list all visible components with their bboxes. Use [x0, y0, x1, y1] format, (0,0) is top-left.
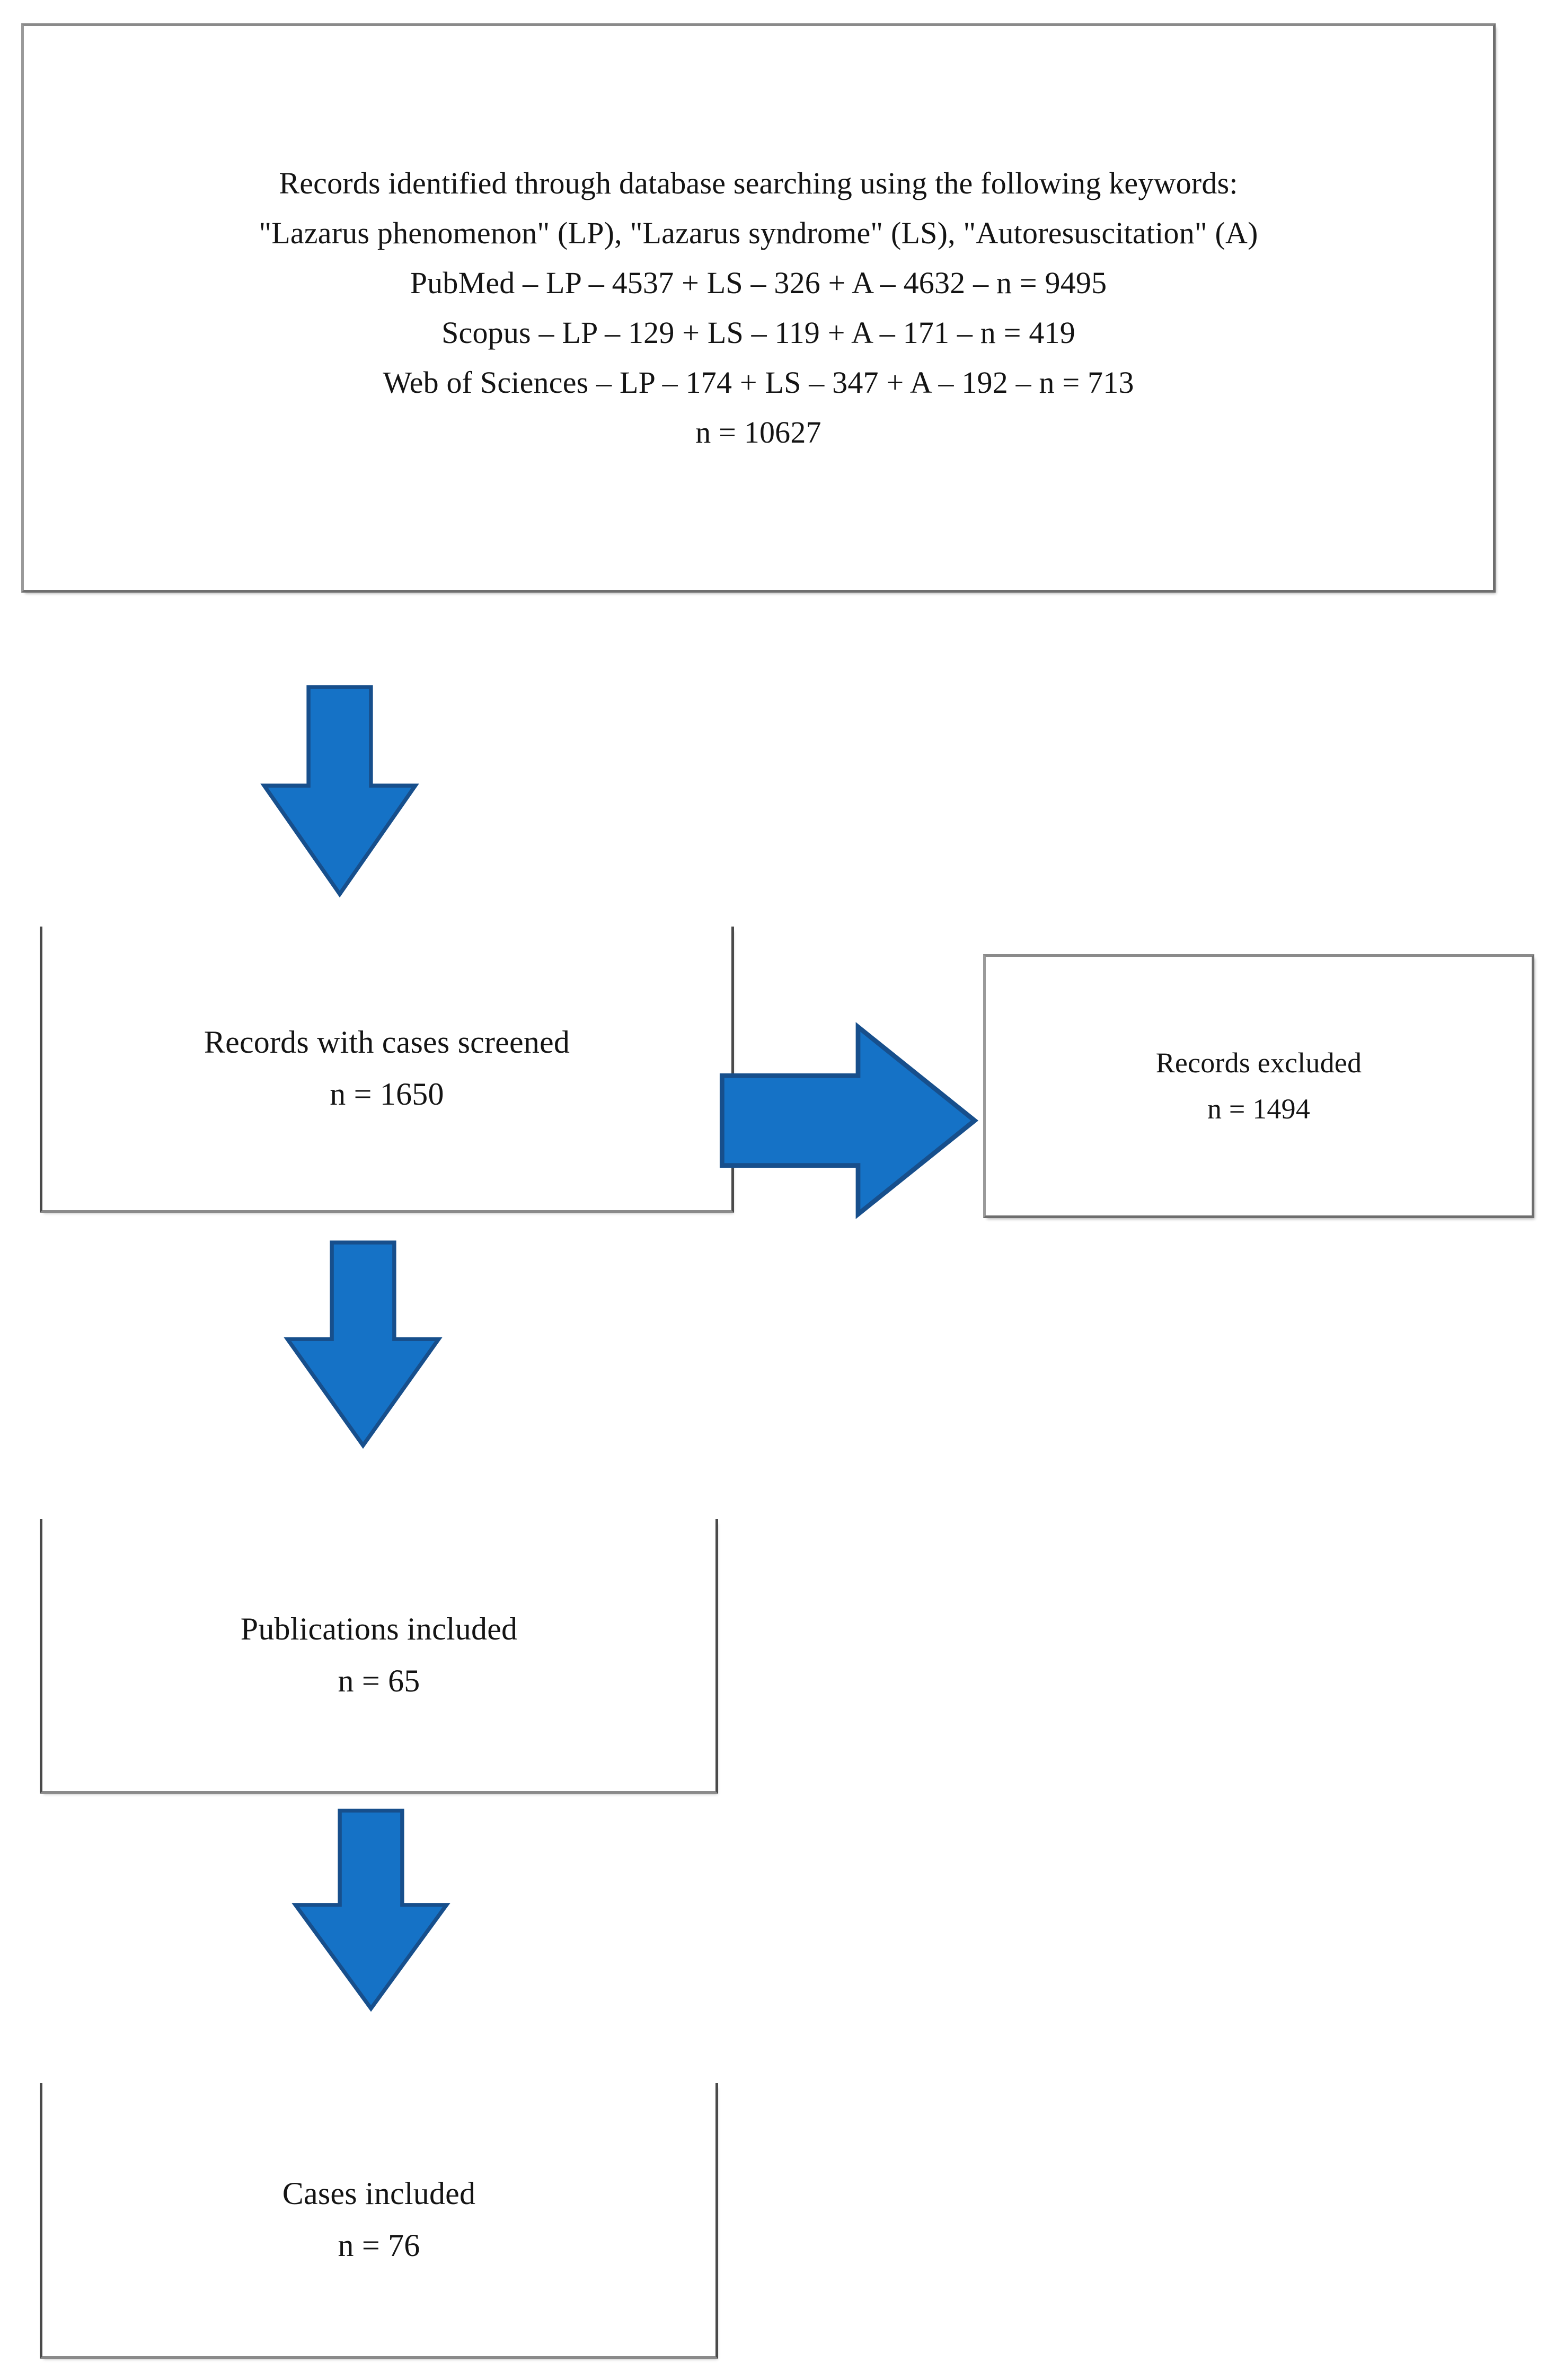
down-arrow-icon: [281, 1239, 445, 1450]
publications-box-count: n = 65: [338, 1663, 420, 1698]
cases-box: Cases included n = 76: [40, 2083, 718, 2359]
cases-box-label: Cases included: [282, 2176, 476, 2211]
identification-line-2: "Lazarus phenomenon" (LP), "Lazarus synd…: [259, 216, 1258, 251]
identification-box: Records identified through database sear…: [21, 23, 1496, 593]
screened-box-count: n = 1650: [330, 1076, 444, 1112]
identification-line-5: Web of Sciences – LP – 174 + LS – 347 + …: [383, 365, 1134, 400]
screened-box-label: Records with cases screened: [204, 1025, 570, 1060]
publications-box: Publications included n = 65: [40, 1519, 718, 1794]
identification-line-4: Scopus – LP – 129 + LS – 119 + A – 171 –…: [441, 315, 1075, 350]
down-arrow-icon: [289, 1808, 453, 2013]
publications-box-label: Publications included: [240, 1611, 518, 1647]
cases-box-count: n = 76: [338, 2227, 420, 2263]
identification-line-3: PubMed – LP – 4537 + LS – 326 + A – 4632…: [410, 266, 1107, 301]
identification-total-line: n = 10627: [695, 415, 821, 449]
identification-line-1: Records identified through database sear…: [279, 166, 1238, 201]
excluded-box-label: Records excluded: [1155, 1046, 1362, 1079]
excluded-box-count: n = 1494: [1207, 1093, 1311, 1125]
right-arrow-icon: [718, 1022, 980, 1219]
excluded-box: Records excluded n = 1494: [983, 954, 1534, 1218]
down-arrow-icon: [258, 684, 422, 899]
screened-box: Records with cases screened n = 1650: [40, 927, 734, 1213]
